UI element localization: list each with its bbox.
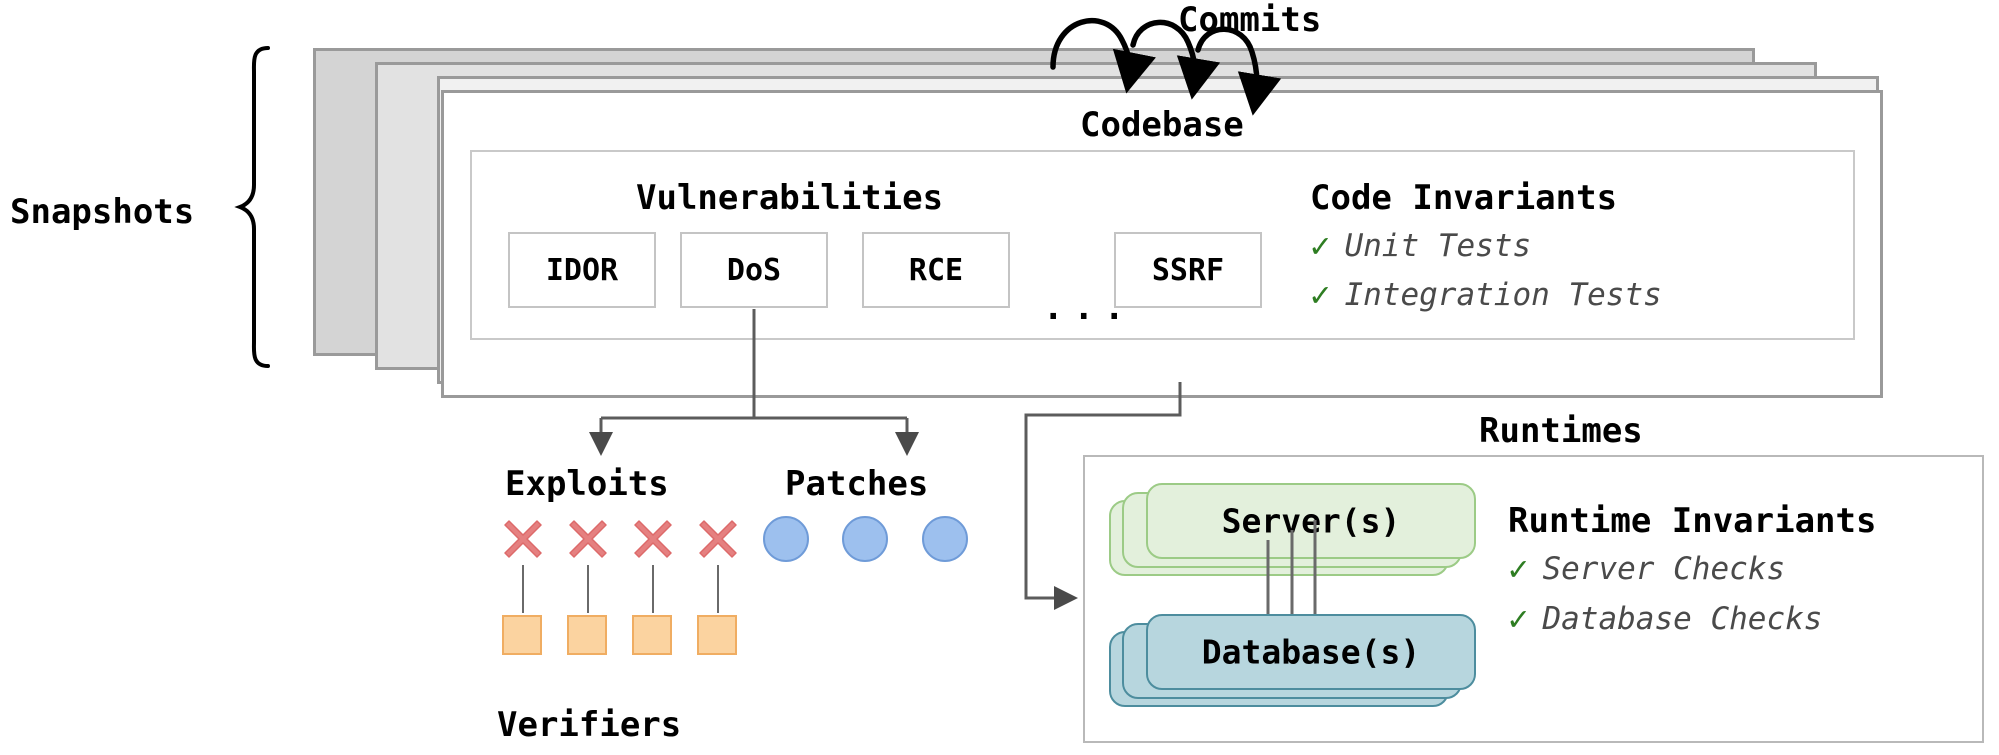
vulnerabilities-title: Vulnerabilities <box>636 178 944 218</box>
runtime-invariants-title: Runtime Invariants <box>1508 501 1877 541</box>
dos-fork-connector <box>589 309 919 456</box>
snapshots-label: Snapshots <box>10 192 195 232</box>
patches-label: Patches <box>785 464 929 504</box>
runtimes-label: Runtimes <box>1479 411 1643 451</box>
exploit-x-icon <box>566 517 610 561</box>
exploit-verifier-link <box>587 565 589 613</box>
database-card-label: Database(s) <box>1201 632 1421 672</box>
snapshots-brace <box>234 46 270 368</box>
code-invariant-item-1: ✓ Integration Tests <box>1310 277 1662 313</box>
code-invariant-item-0: ✓ Unit Tests <box>1310 228 1531 264</box>
exploit-x-icon <box>631 517 675 561</box>
patch-circle-icon <box>763 516 809 562</box>
server-database-links <box>1266 520 1317 614</box>
exploit-verifier-link <box>522 565 524 613</box>
runtime-invariant-item-0: ✓ Server Checks <box>1508 551 1785 587</box>
exploit-x-icon <box>501 517 545 561</box>
server-card-label: Server(s) <box>1221 501 1401 541</box>
patch-circle-icon <box>922 516 968 562</box>
exploit-x-icon <box>696 517 740 561</box>
server-card-front[interactable]: Server(s) <box>1146 483 1476 559</box>
vulnerability-box-dos[interactable]: DoS <box>680 232 828 308</box>
vulnerability-box-idor[interactable]: IDOR <box>508 232 656 308</box>
verifier-square-icon <box>567 615 607 655</box>
check-icon: ✓ <box>1508 549 1529 589</box>
patch-circle-icon <box>842 516 888 562</box>
vulnerability-box-ssrf[interactable]: SSRF <box>1114 232 1262 308</box>
code-invariants-title: Code Invariants <box>1310 178 1618 218</box>
vulnerabilities-ellipsis: ... <box>1043 288 1135 328</box>
check-icon: ✓ <box>1310 226 1331 266</box>
exploit-verifier-link <box>717 565 719 613</box>
exploit-verifier-link <box>652 565 654 613</box>
verifiers-label: Verifiers <box>497 705 682 745</box>
check-icon: ✓ <box>1508 599 1529 639</box>
verifier-square-icon <box>502 615 542 655</box>
verifier-square-icon <box>632 615 672 655</box>
codebase-runtimes-connector <box>1024 382 1182 610</box>
check-icon: ✓ <box>1310 275 1331 315</box>
runtime-invariant-label: Database Checks <box>1542 601 1823 637</box>
vulnerability-box-rce[interactable]: RCE <box>862 232 1010 308</box>
code-invariant-label: Unit Tests <box>1344 228 1532 264</box>
commits-label: Commits <box>1178 0 1322 40</box>
database-card-front[interactable]: Database(s) <box>1146 614 1476 690</box>
commits-arrows <box>1050 18 1282 116</box>
exploits-label: Exploits <box>505 464 669 504</box>
codebase-title: Codebase <box>1080 105 1244 145</box>
code-invariant-label: Integration Tests <box>1344 277 1662 313</box>
verifier-square-icon <box>697 615 737 655</box>
runtime-invariant-item-1: ✓ Database Checks <box>1508 601 1822 637</box>
runtime-invariant-label: Server Checks <box>1542 551 1786 587</box>
